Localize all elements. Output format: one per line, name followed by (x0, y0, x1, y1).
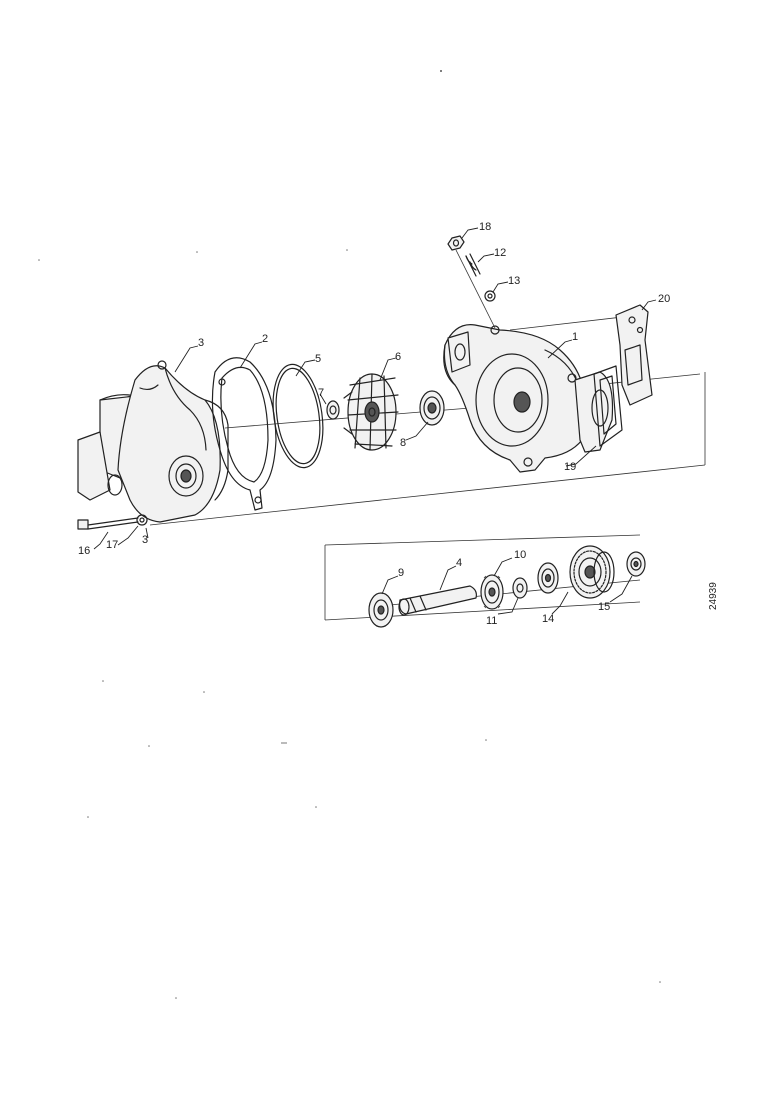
part-15-nut (626, 551, 646, 577)
callout-7: 7 (318, 387, 324, 399)
part-8-bearing (419, 390, 445, 426)
part-18-12-13-stud-nut-washer (447, 235, 496, 329)
callout-3b: 3 (142, 534, 148, 546)
callout-11: 11 (486, 615, 497, 627)
drawing-code: 24939 (708, 582, 719, 610)
callout-9: 9 (398, 567, 404, 579)
part-11-spacer (512, 577, 528, 599)
callout-labels: 3 2 5 6 7 1 8 18 12 13 20 19 16 17 3 9 4… (78, 221, 670, 627)
callout-16: 16 (78, 545, 90, 557)
part-5-o-ring (272, 363, 324, 469)
part-2-gasket (211, 357, 277, 511)
callout-14: 14 (542, 613, 554, 625)
callout-8: 8 (400, 437, 406, 449)
part-4-shaft (398, 585, 477, 616)
part-14-large-gear (569, 545, 615, 599)
part-10b-gear (537, 562, 559, 594)
part-20-cover-plate (615, 304, 653, 406)
part-19-gasket (593, 365, 623, 447)
callout-20: 20 (658, 293, 670, 305)
callout-6: 6 (395, 351, 401, 363)
callout-4: 4 (456, 557, 462, 569)
part-1-pump-body (443, 324, 614, 473)
callout-13: 13 (508, 275, 520, 287)
part-16-17-bolt-washer (77, 514, 148, 530)
callout-10: 10 (514, 549, 526, 561)
callout-15: 15 (598, 601, 610, 613)
callout-2: 2 (262, 333, 268, 345)
callout-17: 17 (106, 539, 118, 551)
part-7-seal (326, 400, 340, 420)
callout-19: 19 (564, 461, 576, 473)
callout-1: 1 (572, 331, 578, 343)
callout-5: 5 (315, 353, 321, 365)
callout-3: 3 (198, 337, 204, 349)
callout-12: 12 (494, 247, 506, 259)
callout-18: 18 (479, 221, 491, 233)
part-10-gear-small (480, 574, 504, 610)
leader-lines (93, 227, 657, 615)
part-6-impeller (343, 373, 399, 451)
part-9-bushing (368, 592, 394, 628)
scan-specks (38, 70, 661, 999)
part-3-front-housing (77, 360, 229, 523)
